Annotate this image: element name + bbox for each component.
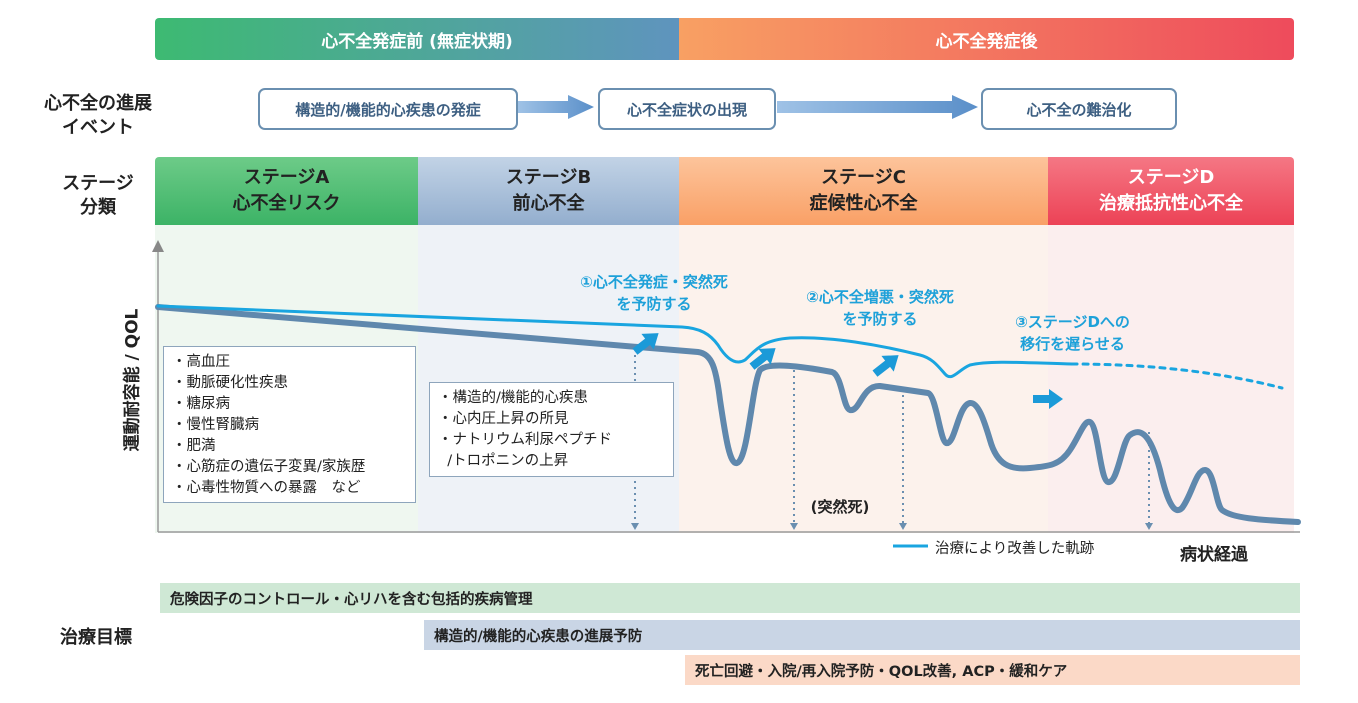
arrow-icon-1 — [632, 333, 659, 355]
event-structural-onset: 構造的/機能的心疾患の発症 — [258, 88, 518, 130]
stage-c-name: ステージC — [821, 167, 906, 188]
goals-label: 治療目標 — [60, 627, 132, 648]
annotation-1-line2: を予防する — [616, 295, 692, 313]
arrow-icon-2 — [749, 348, 776, 370]
arrow-icon-3 — [872, 355, 899, 377]
phase-before-onset: 心不全発症前 (無症状期) — [155, 18, 679, 60]
arrow-icon-4 — [1033, 389, 1063, 409]
stage-c-sub: 症候性心不全 — [809, 193, 918, 214]
stage-a-sub: 心不全リスク — [232, 193, 341, 214]
improvement-arrows — [632, 333, 1063, 409]
risk-factor-item: ・高血圧 — [172, 354, 230, 370]
event-arrows — [518, 95, 978, 119]
phase-after-label: 心不全発症後 — [935, 31, 1038, 52]
event-markers — [634, 355, 1150, 525]
annotation-3-line1: ③ステージDへの — [1015, 313, 1130, 331]
finding-item: ・ナトリウム利尿ペプチド — [438, 432, 612, 448]
annotation-1: ①心不全発症・突然死 を予防する — [554, 271, 754, 315]
annotation-2: ②心不全増悪・突然死 を予防する — [780, 286, 980, 330]
risk-factor-item: ・慢性腎臓病 — [172, 417, 259, 433]
annotation-2-line2: を予防する — [842, 310, 918, 328]
risk-factor-item: ・糖尿病 — [172, 396, 230, 412]
stage-row-label-line2: 分類 — [80, 197, 116, 218]
annotation-3: ③ステージDへの 移行を遅らせる — [985, 311, 1160, 355]
phase-after-onset: 心不全発症後 — [679, 18, 1294, 60]
event-arrow-2 — [777, 95, 978, 119]
goal-comprehensive-management: 危険因子のコントロール・心リハを含む包括的疾病管理 — [160, 583, 1300, 613]
stage-d-name: ステージD — [1127, 167, 1215, 188]
risk-factor-item: ・心筋症の遺伝子変異/家族歴 — [172, 459, 366, 475]
x-axis-label: 病状経過 — [1180, 545, 1248, 565]
events-row-label-line2: イベント — [62, 117, 134, 138]
event-refractory: 心不全の難治化 — [981, 88, 1177, 130]
stage-row-label: ステージ 分類 — [28, 172, 168, 220]
event-arrow-1 — [518, 95, 594, 119]
risk-factor-list: ・高血圧 ・動脈硬化性疾患 ・糖尿病 ・慢性腎臓病 ・肥満 ・心筋症の遺伝子変異… — [163, 346, 416, 503]
risk-factor-item: ・肥満 — [172, 438, 216, 454]
stage-c-column — [679, 225, 1048, 533]
finding-item: ・心内圧上昇の所見 — [438, 411, 569, 427]
stage-d-header: ステージD 治療抵抗性心不全 — [1048, 157, 1294, 225]
stage-a-name: ステージA — [243, 167, 330, 188]
stage-b-name: ステージB — [505, 167, 592, 188]
goal-progression-prevention: 構造的/機能的心疾患の進展予防 — [424, 620, 1300, 650]
stage-b-header: ステージB 前心不全 — [418, 157, 679, 225]
improved-course-line — [156, 304, 1074, 379]
goal-death-avoidance: 死亡回避・入院/再入院予防・QOL改善, ACP・緩和ケア — [685, 655, 1300, 685]
risk-factor-item: ・心毒性物質への暴露 など — [172, 480, 361, 496]
stage-c-header: ステージC 症候性心不全 — [679, 157, 1048, 225]
natural-course-line — [155, 304, 1301, 525]
event-marker-heads — [631, 523, 1153, 530]
finding-item: ・構造的/機能的心疾患 — [438, 390, 588, 406]
legend-label: 治療により改善した軌跡 — [935, 541, 1095, 557]
events-row-label: 心不全の進展 イベント — [28, 92, 168, 140]
event-symptom-onset: 心不全症状の出現 — [598, 88, 776, 130]
annotation-3-line2: 移行を遅らせる — [1020, 335, 1125, 353]
stage-b-sub: 前心不全 — [512, 193, 585, 214]
risk-factor-item: ・動脈硬化性疾患 — [172, 375, 288, 391]
events-row-label-line1: 心不全の進展 — [44, 93, 152, 114]
sudden-death-label: (突然死) — [810, 498, 870, 516]
stage-row-label-line1: ステージ — [62, 173, 134, 194]
phase-before-label: 心不全発症前 (無症状期) — [321, 31, 513, 52]
stage-d-sub: 治療抵抗性心不全 — [1099, 193, 1243, 214]
stage-b-findings-list: ・構造的/機能的心疾患 ・心内圧上昇の所見 ・ナトリウム利尿ペプチド /トロポニ… — [429, 382, 674, 477]
stage-d-column — [1048, 225, 1294, 533]
stage-a-header: ステージA 心不全リスク — [155, 157, 418, 225]
annotation-1-line1: ①心不全発症・突然死 — [580, 273, 728, 291]
finding-item: /トロポニンの上昇 — [438, 453, 569, 469]
improved-course-projection — [1070, 362, 1284, 390]
annotation-2-line1: ②心不全増悪・突然死 — [806, 288, 954, 306]
